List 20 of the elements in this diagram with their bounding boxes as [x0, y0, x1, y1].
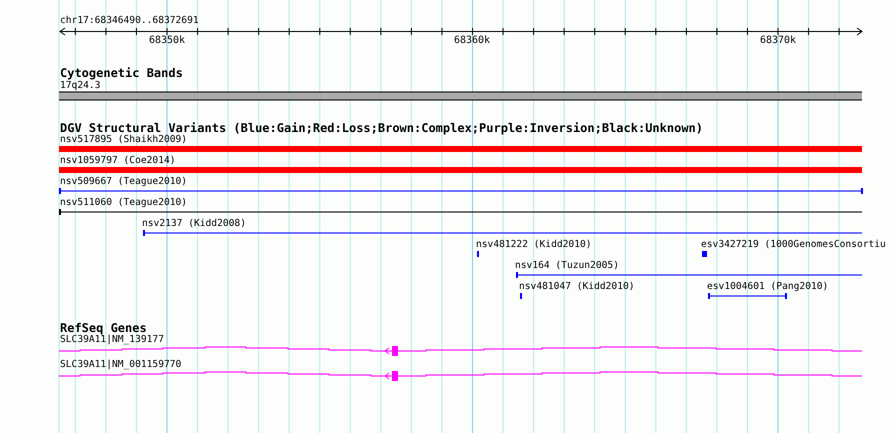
tick-label: 68350k	[148, 35, 186, 47]
variant-label: nsv481222 (Kidd2010)	[476, 239, 592, 251]
variant-label: nsv517895 (Shaikh2009)	[60, 134, 188, 146]
variant-label: nsv1059797 (Coe2014)	[60, 155, 176, 167]
band-label: 17q24.3	[60, 80, 100, 92]
variant-label: nsv509667 (Teague2010)	[60, 176, 188, 188]
gene-label: SLC39A11|NM_139177	[60, 334, 164, 346]
variant-label: nsv164 (Tuzun2005)	[515, 260, 619, 272]
variant-label: esv3427219 (1000GenomesConsortiu	[701, 239, 886, 251]
track-title: DGV Structural Variants (Blue:Gain;Red:Loss;Brown:Complex;Purple:Inversion;Black:Unknown)	[60, 122, 703, 134]
variant-label: nsv511060 (Teague2010)	[60, 197, 188, 209]
tick-label: 68370k	[760, 35, 796, 47]
track-title: RefSeq Genes	[60, 322, 147, 334]
track-title: Cytogenetic Bands	[60, 67, 183, 79]
tick-label: 68360k	[454, 35, 490, 47]
variant-label: esv1004601 (Pang2010)	[707, 281, 828, 293]
coordinate-label: chr17:68346490..68372691	[60, 15, 199, 27]
gene-label: SLC39A11|NM_001159770	[60, 359, 182, 371]
variant-label: nsv2137 (Kidd2008)	[142, 218, 246, 230]
variant-label: nsv481047 (Kidd2010)	[519, 281, 635, 293]
